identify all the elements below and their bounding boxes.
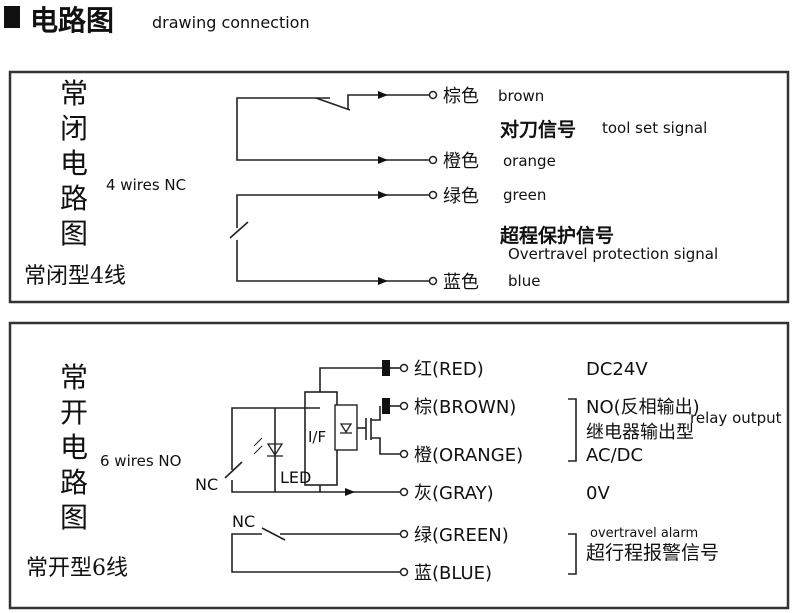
- overtravel-alarm-en: overtravel alarm: [590, 526, 698, 541]
- nc-terminal-cn: 棕色: [443, 86, 479, 107]
- nc-signal2-cn: 超程保护信号: [499, 224, 614, 247]
- nc-terminal-en: blue: [508, 272, 540, 290]
- no-title-char: 图: [60, 501, 88, 534]
- output-bracket: [568, 398, 577, 462]
- no-terminal-label: 橙(ORANGE): [414, 445, 523, 466]
- no-panel-frame: [8, 321, 790, 610]
- no-terminal-label: 绿(GREEN): [414, 525, 509, 546]
- nc-terminal-cn: 橙色: [443, 151, 479, 172]
- nc-title-char: 常: [60, 77, 88, 110]
- nc-terminal-en: green: [503, 186, 546, 204]
- dc24v-label: DC24V: [586, 359, 648, 380]
- nc-label: NC: [232, 512, 255, 531]
- zero-v-label: 0V: [586, 483, 610, 504]
- optocoupler-icon: [334, 404, 358, 451]
- no-terminal-label: 灰(GRAY): [414, 483, 494, 504]
- header-title-en: drawing connection: [152, 13, 310, 32]
- no-output-cn: NO(反相输出): [586, 397, 700, 418]
- acdc-label: AC/DC: [586, 445, 643, 466]
- overtravel-alarm-cn: 超行程报警信号: [586, 542, 719, 564]
- no-title-char: 路: [60, 466, 88, 499]
- led-icon: [266, 443, 284, 457]
- nc-panel-frame: [8, 70, 790, 304]
- nc-signal1-cn: 对刀信号: [500, 118, 576, 141]
- nc-toolset-circuit: [236, 90, 438, 165]
- nc-title-char: 闭: [60, 112, 88, 145]
- nc-signal2-en: Overtravel protection signal: [508, 245, 718, 263]
- relay-output-en: relay output: [690, 409, 782, 427]
- no-sensor-circuit: I/F: [224, 360, 409, 497]
- no-alarm-circuit: [231, 527, 409, 577]
- nc-type-label: 常闭型4线: [24, 264, 126, 289]
- alarm-bracket: [568, 533, 577, 575]
- nc-label: NC: [195, 475, 218, 494]
- nc-title-char: 电: [60, 147, 88, 180]
- no-title-char: 常: [60, 361, 88, 394]
- no-type-label: 常开型6线: [26, 556, 128, 581]
- no-wires-label: 6 wires NO: [100, 452, 181, 470]
- nc-terminal-en: brown: [498, 87, 544, 105]
- nc-terminal-cn: 蓝色: [443, 272, 479, 293]
- nc-terminal-en: orange: [503, 152, 556, 170]
- nc-wires-label: 4 wires NC: [106, 176, 186, 194]
- nc-title-char: 路: [60, 182, 88, 215]
- header-title-cn: 电路图: [30, 4, 114, 37]
- nc-terminal-cn: 绿色: [443, 186, 479, 207]
- if-label: I/F: [308, 428, 326, 446]
- nc-title-char: 图: [60, 217, 88, 250]
- header-square-icon: [4, 6, 20, 28]
- no-terminal-label: 红(RED): [414, 359, 484, 380]
- led-label: LED: [280, 468, 311, 487]
- nc-signal1-en: tool set signal: [602, 119, 707, 137]
- no-terminal-label: 棕(BROWN): [414, 397, 516, 418]
- relay-cn: 继电器输出型: [586, 422, 694, 443]
- nc-overtravel-circuit: [229, 190, 438, 286]
- no-title-char: 开: [60, 396, 88, 429]
- no-title-char: 电: [60, 431, 88, 464]
- no-terminal-label: 蓝(BLUE): [414, 563, 492, 584]
